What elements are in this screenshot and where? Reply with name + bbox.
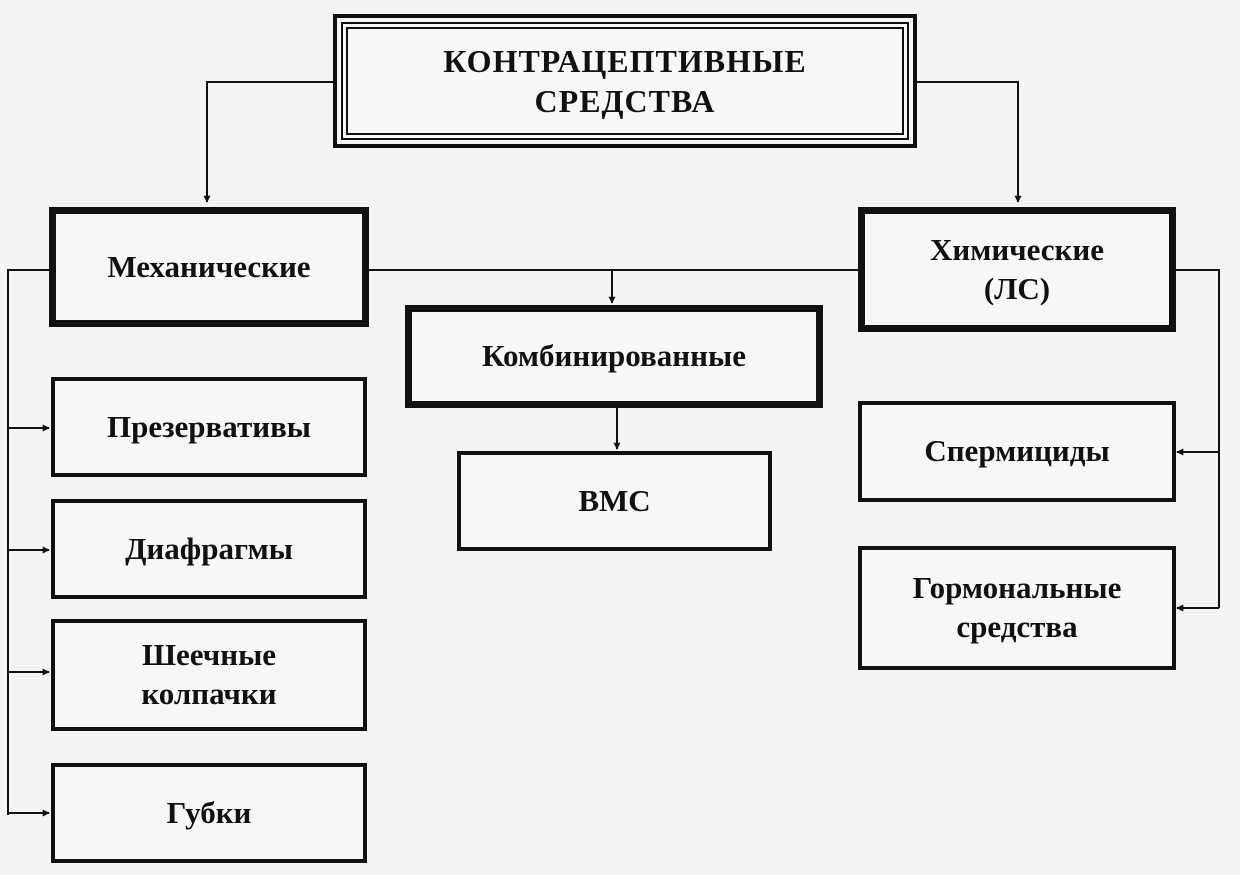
trunk-chemical <box>1174 269 1220 608</box>
root-node: КОНТРАЦЕПТИВНЫЕ СРЕДСТВА <box>333 14 917 148</box>
category-mechanical: Механические <box>49 207 369 327</box>
item-diaphragms: Диафрагмы <box>51 499 367 599</box>
trunk-mechanical <box>7 269 52 815</box>
category-combined: Комбинированные <box>405 305 823 408</box>
item-sponges: Губки <box>51 763 367 863</box>
category-chemical: Химические (ЛС) <box>858 207 1176 332</box>
item-condoms: Презервативы <box>51 377 367 477</box>
arrow-root-to-chemical <box>914 81 1022 203</box>
item-hormonal: Гормональные средства <box>858 546 1176 670</box>
arrow-root-to-mechanical <box>203 81 335 203</box>
item-iud: ВМС <box>457 451 772 551</box>
item-spermicides: Спермициды <box>858 401 1176 502</box>
item-cervical-caps: Шеечные колпачки <box>51 619 367 731</box>
